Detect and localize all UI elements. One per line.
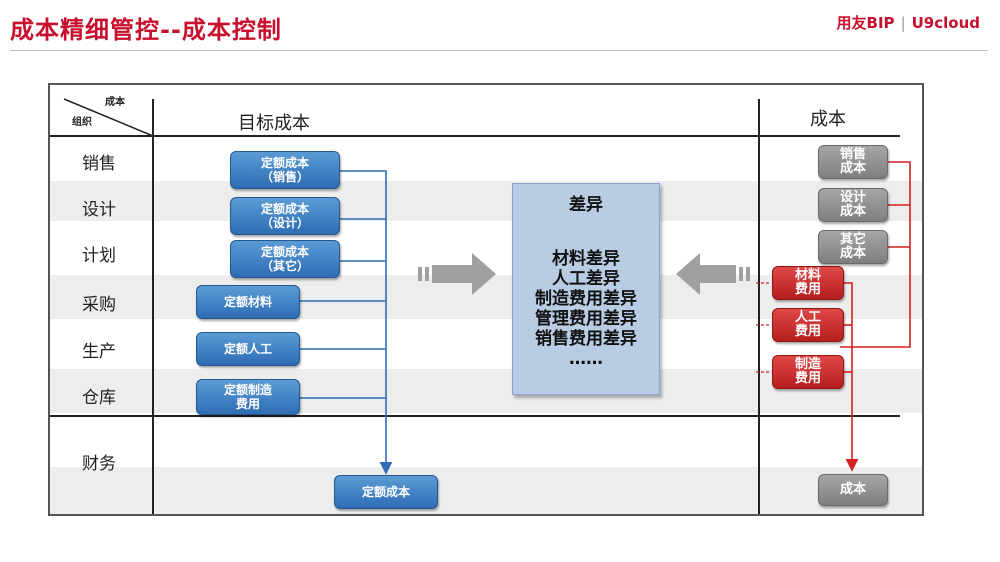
target-box-quota-material: 定额材料 <box>196 285 300 319</box>
corner-diagonal <box>63 98 154 137</box>
target-box-quota-overhead: 定额制造 费用 <box>196 379 300 415</box>
actual-box-design-cost: 设计 成本 <box>818 188 888 222</box>
variance-item: …… <box>569 349 603 369</box>
row-band-design <box>50 181 922 221</box>
cost-control-diagram: 成本 组织 目标成本 成本 销售 设计 计划 采购 生产 仓库 财务 <box>48 83 924 516</box>
actual-box-total-cost: 成本 <box>818 474 888 506</box>
variance-item: 材料差异 <box>552 249 620 269</box>
brand-main: 用友BIP <box>836 14 895 32</box>
connector-sales-to-labor-bracket <box>840 161 911 348</box>
actual-box-labor-expense: 人工 费用 <box>772 308 844 342</box>
row-label-production: 生产 <box>82 342 116 362</box>
variance-item: 销售费用差异 <box>535 329 637 349</box>
actual-box-other-cost: 其它 成本 <box>818 230 888 264</box>
column-header-target-cost: 目标成本 <box>238 113 310 134</box>
title-divider <box>10 50 988 51</box>
target-box-design-quota-cost: 定额成本 （设计） <box>230 197 340 235</box>
variance-item: 人工差异 <box>552 269 620 289</box>
connector-cost-to-total <box>844 282 859 472</box>
row-band-finance <box>50 467 922 514</box>
corner-label-org: 组织 <box>72 117 92 128</box>
row-label-warehouse: 仓库 <box>82 388 116 408</box>
diagram-lines <box>50 98 911 514</box>
row-label-design: 设计 <box>82 200 116 220</box>
arrow-left-to-variance <box>676 253 750 295</box>
row-label-finance: 财务 <box>82 454 116 474</box>
row-label-planning: 计划 <box>82 246 116 266</box>
variance-box: 差异 材料差异 人工差异 制造费用差异 管理费用差异 销售费用差异 …… <box>512 183 660 395</box>
slide-title: 成本精细管控--成本控制 <box>10 16 282 44</box>
actual-box-overhead-expense: 制造 费用 <box>772 355 844 389</box>
arrow-right-to-variance <box>418 253 496 295</box>
actual-box-sales-cost: 销售 成本 <box>818 145 888 179</box>
variance-item: 管理费用差异 <box>535 309 637 329</box>
brand-logo: 用友BIP | U9cloud <box>837 12 980 33</box>
row-label-purchasing: 采购 <box>82 295 116 315</box>
actual-box-material-expense: 材料 费用 <box>772 266 844 300</box>
target-box-quota-labor: 定额人工 <box>196 332 300 366</box>
brand-sub: U9cloud <box>911 13 980 32</box>
variance-items: 材料差异 人工差异 制造费用差异 管理费用差异 销售费用差异 …… <box>513 249 659 369</box>
target-box-sales-quota-cost: 定额成本 （销售） <box>230 151 340 189</box>
connector-target-to-total <box>340 170 393 475</box>
target-box-total-quota-cost: 定额成本 <box>334 475 438 509</box>
row-label-sales: 销售 <box>82 154 116 174</box>
corner-label-cost: 成本 <box>105 97 125 108</box>
variance-item: 制造费用差异 <box>535 289 637 309</box>
brand-separator: | <box>900 13 906 32</box>
target-box-other-quota-cost: 定额成本 （其它） <box>230 240 340 278</box>
column-header-actual-cost: 成本 <box>810 109 846 130</box>
corner-header-cell: 成本 组织 <box>50 85 154 135</box>
variance-title: 差异 <box>569 195 603 215</box>
